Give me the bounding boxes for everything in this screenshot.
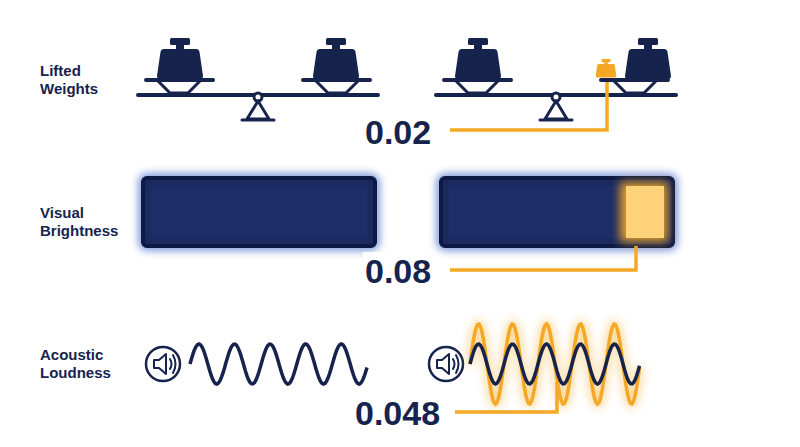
balance-scale-added: [436, 38, 676, 120]
leader-line: [450, 246, 636, 270]
row-label: Acoustic Loudness: [40, 346, 135, 382]
speaker-icon: [429, 347, 463, 381]
sound-wave: [470, 344, 640, 384]
value-number: 0.08: [363, 252, 433, 290]
speaker-icon: [146, 347, 180, 381]
leader-line: [450, 82, 607, 130]
row-label: Visual Brightness: [40, 204, 135, 240]
row-label: Lifted Weights: [40, 62, 135, 98]
value-number: 0.02: [363, 113, 433, 151]
added-weight: [596, 59, 617, 77]
balance-scale: [138, 38, 378, 120]
sound-wave-louder: [470, 324, 640, 404]
brightness-bar: [143, 178, 375, 246]
sound-wave-glow: [470, 324, 640, 404]
leader-line: [455, 382, 557, 412]
value-number: 0.048: [353, 394, 442, 432]
sound-wave: [190, 344, 367, 384]
brightness-bar-increased: [441, 178, 673, 246]
